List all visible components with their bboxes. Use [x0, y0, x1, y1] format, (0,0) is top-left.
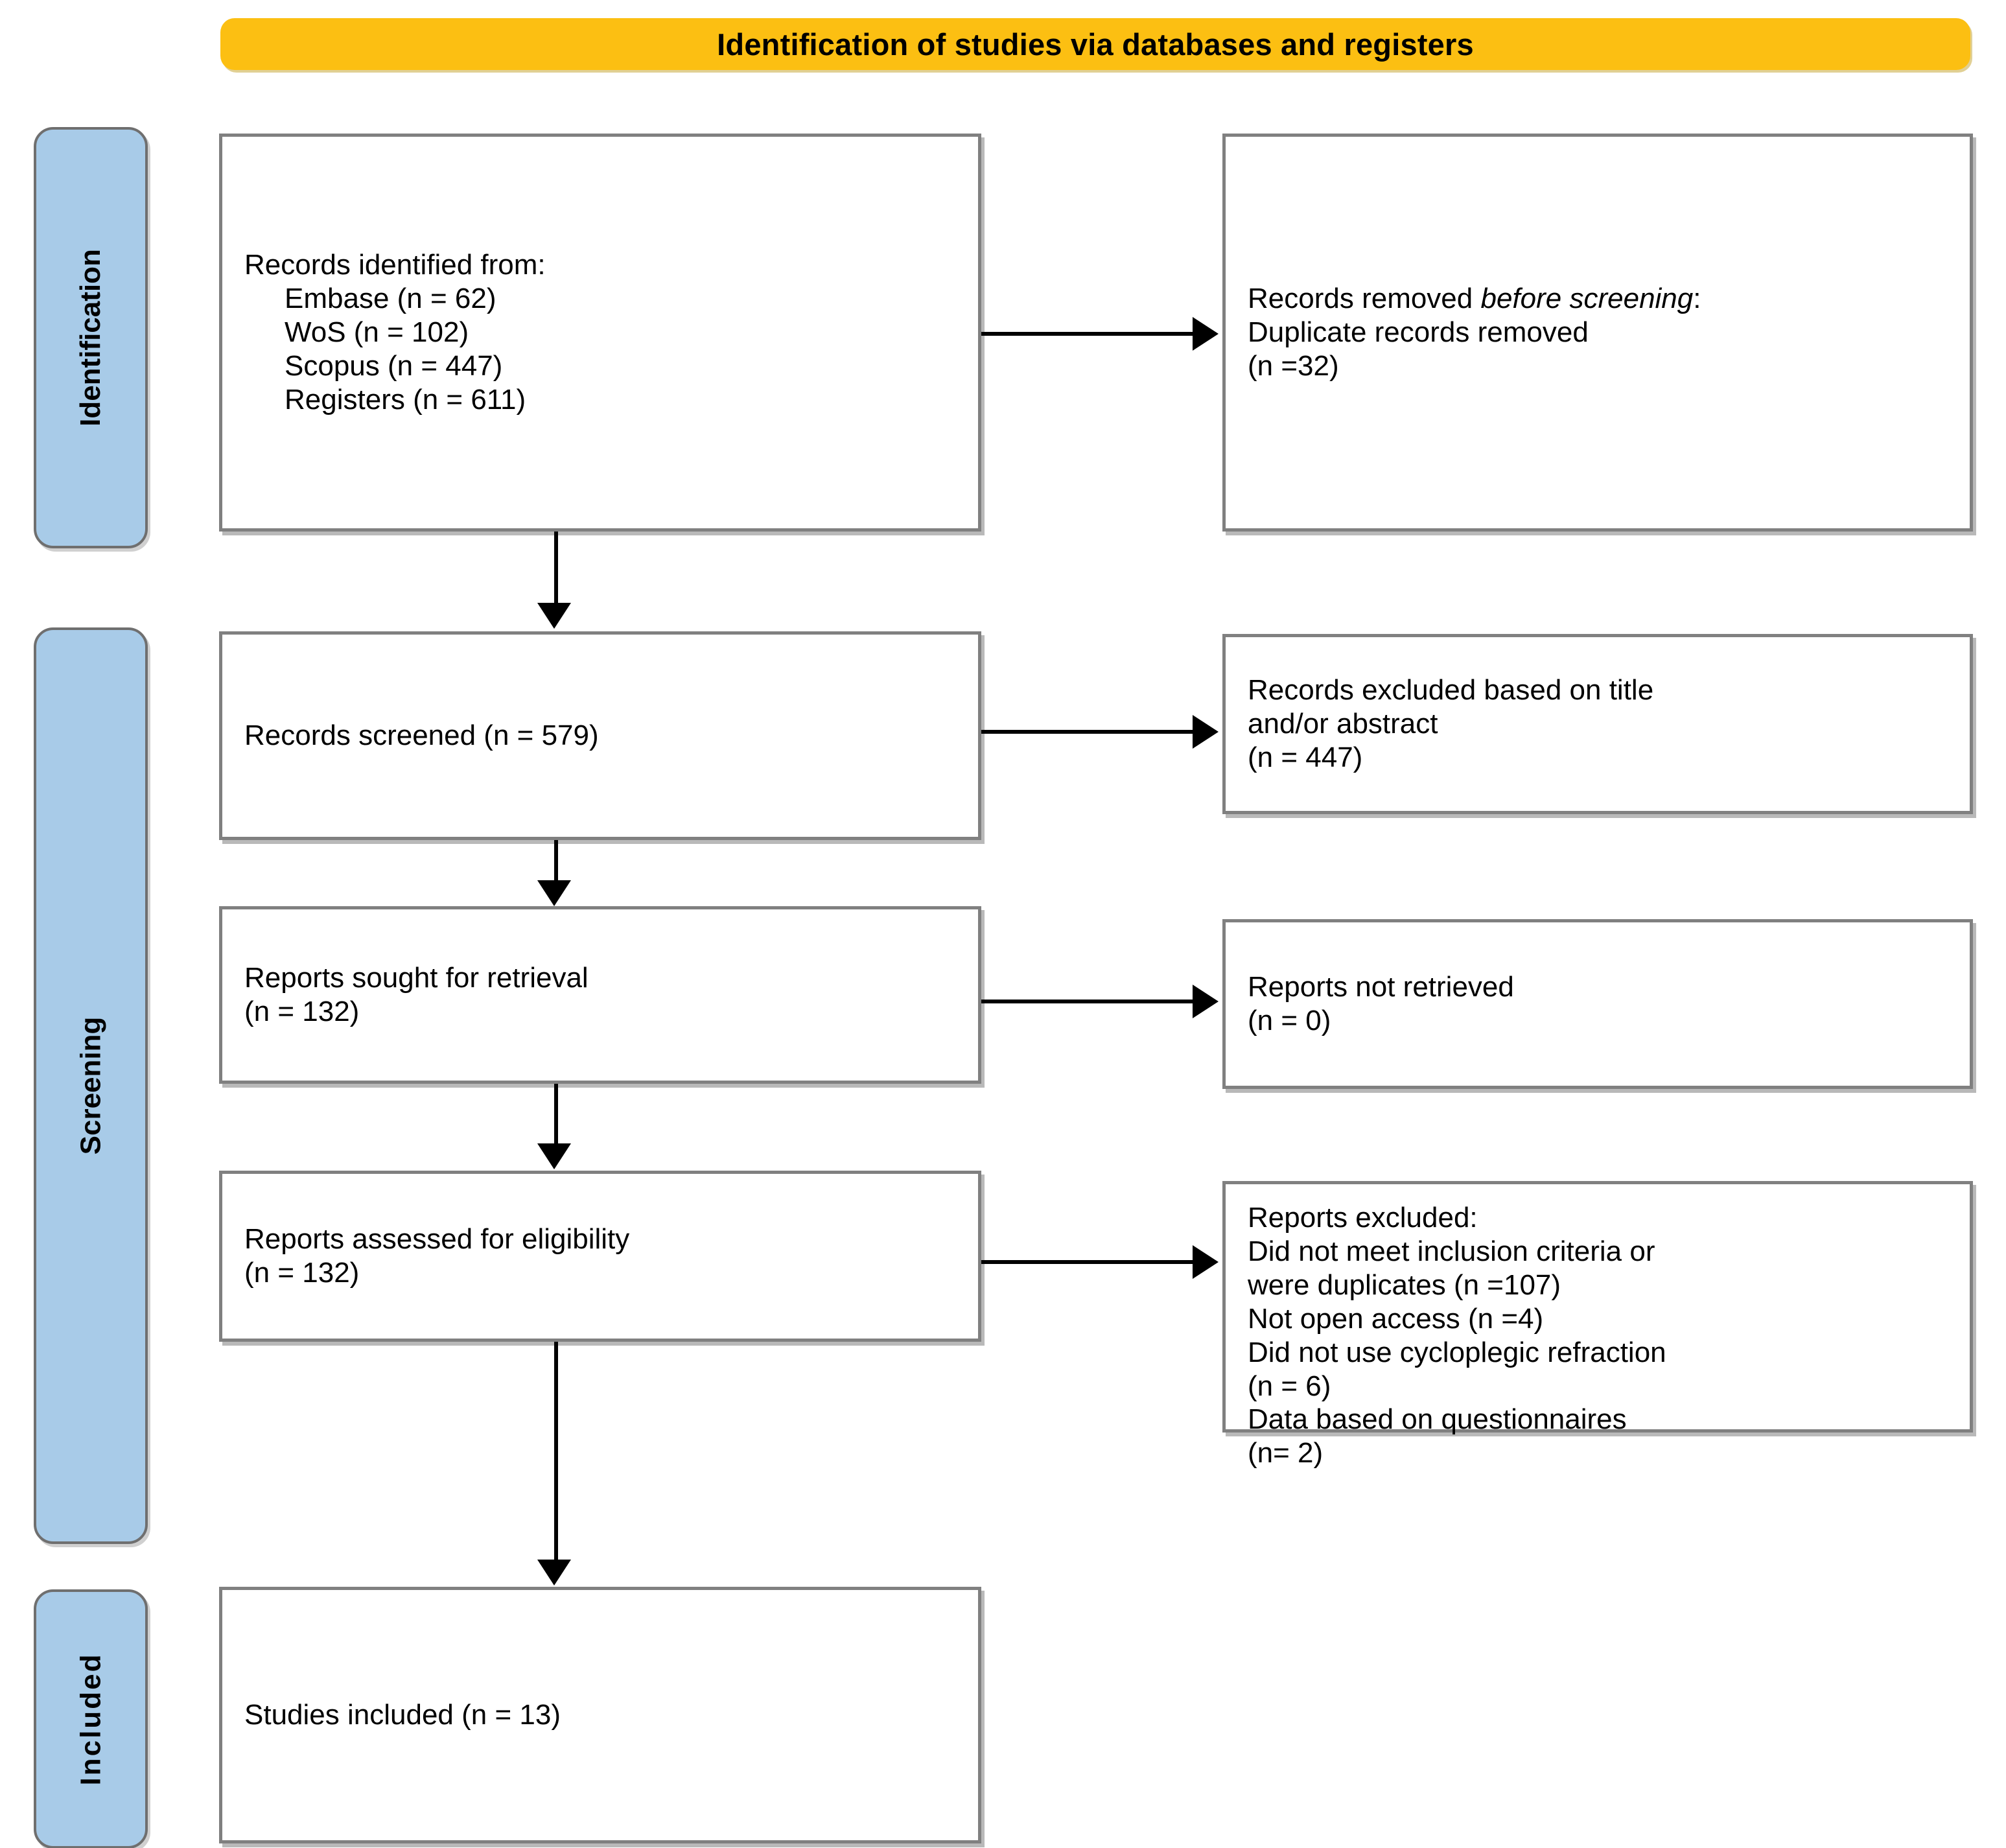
reports-excluded-reason-3a: Did not use cycloplegic refraction [1248, 1336, 1666, 1368]
duplicate-records-removed-label: Duplicate records removed [1248, 316, 1589, 349]
reports-excluded-reason-2: Not open access (n =4) [1248, 1302, 1544, 1335]
box-reports-assessed-text: Reports assessed for eligibility (n = 13… [244, 1222, 964, 1290]
reports-assessed-label: Reports assessed for eligibility [244, 1223, 630, 1256]
box-records-removed-before-screening: Records removed before screening: Duplic… [1222, 134, 1973, 532]
reports-excluded-reason-1a: Did not meet inclusion criteria or [1248, 1235, 1655, 1267]
records-removed-heading: Records removed before screening: [1248, 282, 1955, 316]
box-studies-included-text: Studies included (n = 13) [244, 1698, 964, 1732]
records-identified-heading: Records identified from: [244, 249, 546, 281]
reports-not-retrieved-count: (n = 0) [1248, 1005, 1331, 1036]
reports-assessed-count: (n = 132) [244, 1257, 360, 1289]
source-registers: Registers (n = 611) [285, 383, 526, 415]
box-reports-not-retrieved: Reports not retrieved (n = 0) [1222, 919, 1973, 1089]
reports-excluded-reason-4a: Data based on questionnaires [1248, 1403, 1627, 1436]
arrowhead-down-icon [537, 603, 571, 629]
records-excluded-count: (n = 447) [1248, 741, 1363, 773]
records-excluded-line1: Records excluded based on title [1248, 674, 1654, 707]
arrowhead-right-icon [1193, 1245, 1219, 1279]
page-title: Identification of studies via databases … [717, 27, 1474, 62]
records-screened-count: Records screened (n = 579) [244, 719, 599, 752]
reports-not-retrieved-label: Reports not retrieved [1248, 971, 1514, 1003]
box-records-identified: Records identified from: Embase (n = 62)… [219, 134, 981, 532]
records-removed-italic: before screening [1480, 283, 1694, 315]
stage-bar-included: Included [34, 1589, 148, 1848]
connector-screened-to-excluded [981, 730, 1195, 734]
reports-excluded-reason-3b: (n = 6) [1248, 1370, 1331, 1402]
reports-excluded-heading: Reports excluded: [1248, 1202, 1478, 1234]
arrowhead-down-icon [537, 1560, 571, 1585]
connector-identified-to-screened [554, 532, 558, 609]
connector-assessed-to-included [554, 1342, 558, 1562]
stage-bar-identification: Identification [34, 127, 148, 548]
records-excluded-line2: and/or abstract [1248, 708, 1438, 740]
stage-label-screening: Screening [75, 1016, 106, 1155]
box-reports-not-retrieved-text: Reports not retrieved (n = 0) [1248, 970, 1955, 1038]
connector-sought-to-notretrieved [981, 1000, 1195, 1003]
box-reports-sought-text: Reports sought for retrieval (n = 132) [244, 961, 964, 1029]
source-embase: Embase (n = 62) [285, 283, 496, 315]
records-removed-prefix: Records removed [1248, 283, 1481, 315]
stage-label-identification: Identification [75, 249, 106, 427]
box-records-screened-text: Records screened (n = 579) [244, 719, 964, 753]
reports-excluded-reason-1b: were duplicates (n =107) [1248, 1269, 1561, 1301]
box-records-removed-text: Records removed before screening: Duplic… [1248, 282, 1955, 383]
reports-sought-label: Reports sought for retrieval [244, 962, 589, 994]
diagram-header-banner: Identification of studies via databases … [220, 18, 1970, 70]
box-records-excluded-title-abstract: Records excluded based on title and/or a… [1222, 634, 1973, 814]
box-records-screened: Records screened (n = 579) [219, 631, 981, 840]
arrowhead-down-icon [537, 880, 571, 906]
source-wos: WoS (n = 102) [285, 316, 469, 349]
box-reports-sought-for-retrieval: Reports sought for retrieval (n = 132) [219, 906, 981, 1084]
arrowhead-right-icon [1193, 715, 1219, 749]
box-reports-assessed-for-eligibility: Reports assessed for eligibility (n = 13… [219, 1171, 981, 1342]
studies-included-count: Studies included (n = 13) [244, 1699, 561, 1731]
box-studies-included: Studies included (n = 13) [219, 1587, 981, 1843]
arrowhead-right-icon [1193, 985, 1219, 1018]
reports-sought-count: (n = 132) [244, 996, 360, 1027]
arrowhead-down-icon [537, 1143, 571, 1169]
box-records-excluded-text: Records excluded based on title and/or a… [1248, 673, 1955, 775]
arrowhead-right-icon [1193, 317, 1219, 351]
box-reports-excluded-text: Reports excluded: Did not meet inclusion… [1248, 1201, 1955, 1470]
source-scopus: Scopus (n = 447) [285, 349, 503, 382]
stage-label-included: Included [75, 1652, 106, 1786]
connector-identified-to-removed [981, 332, 1195, 336]
connector-sought-to-assessed [554, 1084, 558, 1146]
box-records-identified-text: Records identified from: Embase (n = 62)… [244, 248, 964, 417]
records-removed-suffix: : [1693, 283, 1701, 315]
connector-screened-to-sought [554, 840, 558, 883]
duplicate-records-removed-count: (n =32) [1248, 349, 1339, 382]
connector-assessed-to-excluded-reports [981, 1260, 1195, 1264]
reports-excluded-reason-4b: (n= 2) [1248, 1437, 1324, 1469]
stage-bar-screening: Screening [34, 627, 148, 1544]
box-reports-excluded: Reports excluded: Did not meet inclusion… [1222, 1181, 1973, 1469]
